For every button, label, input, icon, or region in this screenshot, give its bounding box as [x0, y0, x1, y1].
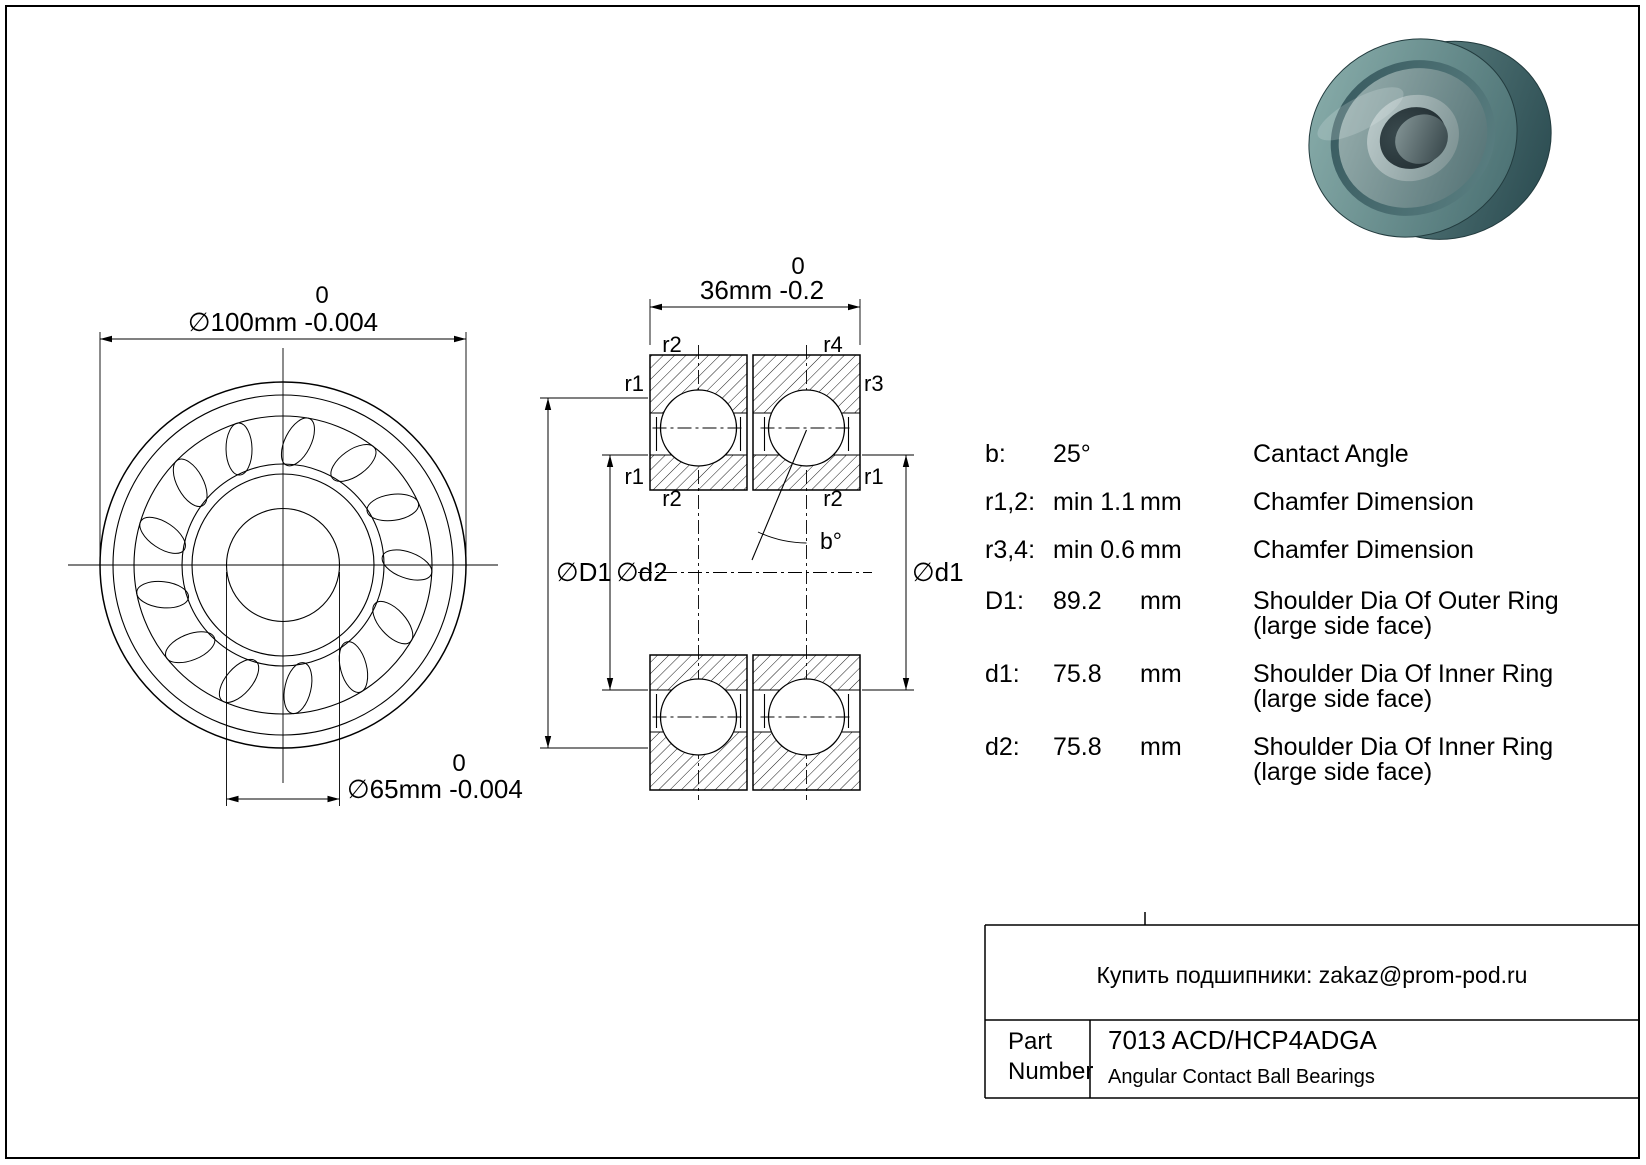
cage-pocket [154, 611, 227, 683]
contact-angle-annotation: b° [751, 429, 842, 561]
spec-key: d1: [985, 660, 1020, 688]
front-outer-ring-circle [112, 394, 454, 736]
section-outline [649, 654, 748, 791]
cage-pocket [356, 474, 429, 540]
spec-value: 75.8 [1053, 733, 1102, 761]
spec-desc: Chamfer Dimension [1253, 536, 1474, 564]
dim-outer-label: ∅100mm -0.004 [188, 307, 378, 337]
label-r3-upper-right: r3 [864, 371, 884, 396]
label-d1: ∅d1 [912, 557, 964, 587]
label-r1-upper-left: r1 [624, 371, 644, 396]
spec-desc: Cantact Angle [1253, 440, 1409, 468]
spec-value: min 1.1 [1053, 488, 1135, 516]
cage-pocket [319, 630, 388, 704]
spec-desc: Shoulder Dia Of Outer Ring [1253, 587, 1559, 615]
contact-text: Купить подшипники: zakaz@prom-pod.ru [1097, 962, 1528, 988]
front-outer-diameter-circle [99, 381, 467, 749]
spec-desc: Shoulder Dia Of Inner Ring [1253, 660, 1553, 688]
dim-outer-upper-tol: 0 [315, 282, 328, 309]
bearing-section-right [752, 354, 861, 791]
bearing-section-left [649, 354, 748, 791]
cage-pocket [356, 590, 429, 656]
dim-width: 0 36mm -0.2 [649, 253, 861, 345]
section-outline [649, 354, 748, 491]
label-r2-bottom-left: r2 [662, 486, 682, 511]
front-outer-raceway-circle [133, 415, 433, 715]
label-r4-top: r4 [823, 332, 843, 357]
spec-desc: Chamfer Dimension [1253, 488, 1474, 516]
spec-table: b: 25° Cantact Angle r1,2: min 1.1 mm Ch… [985, 440, 1559, 786]
cage-pocket [208, 645, 270, 716]
front-inner-ring-circle [191, 473, 375, 657]
title-block: Купить подшипники: zakaz@prom-pod.ru Par… [984, 912, 1639, 1099]
contact-angle-label: b° [820, 528, 842, 554]
bearing-3d-bore-wall [1395, 114, 1448, 164]
spec-value: min 0.6 [1053, 536, 1135, 564]
part-number: 7013 ACD/HCP4ADGA [1108, 1025, 1377, 1055]
dim-bore-diameter: 0 ∅65mm -0.004 [226, 572, 523, 806]
front-view: 0 ∅100mm -0.004 0 ∅65mm -0.004 [68, 282, 523, 806]
label-r2-top: r2 [662, 332, 682, 357]
part-label-line1: Part [1008, 1028, 1052, 1055]
dim-d2: ∅d2 [602, 454, 668, 691]
cage-pocket [208, 414, 270, 485]
spec-desc-2: (large side face) [1253, 758, 1432, 786]
spec-unit: mm [1140, 587, 1182, 615]
spec-key: d2: [985, 733, 1020, 761]
bearing-3d-highlight [1317, 87, 1404, 141]
cage-pocket [319, 426, 388, 500]
dim-width-upper-tol: 0 [791, 253, 804, 280]
label-d2: ∅d2 [616, 557, 668, 587]
section-outline [752, 654, 861, 791]
spec-unit: mm [1140, 536, 1182, 564]
front-bore-circle [225, 507, 341, 623]
cage-pocket [154, 447, 227, 519]
label-r2-bottom-right: r2 [823, 486, 843, 511]
dim-D1: ∅D1 [540, 397, 648, 749]
cage-pocket [129, 566, 197, 623]
spec-desc-2: (large side face) [1253, 685, 1432, 713]
spec-unit: mm [1140, 660, 1182, 688]
dim-d1: ∅d1 [862, 454, 964, 691]
dim-width-label: 36mm -0.2 [700, 275, 824, 305]
bearing-type: Angular Contact Ball Bearings [1108, 1066, 1375, 1088]
bearing-3d-render [1308, 38, 1552, 240]
spec-value: 25° [1053, 440, 1091, 468]
dim-bore-upper-tol: 0 [452, 750, 465, 777]
dim-outer-diameter: 0 ∅100mm -0.004 [99, 282, 467, 560]
cage-pocket [129, 507, 197, 564]
part-label-line2: Number [1008, 1058, 1093, 1085]
spec-desc: Shoulder Dia Of Inner Ring [1253, 733, 1553, 761]
spec-unit: mm [1140, 733, 1182, 761]
label-r1-lower-left: r1 [624, 464, 644, 489]
spec-key: b: [985, 440, 1006, 468]
spec-key: r1,2: [985, 488, 1035, 516]
spec-value: 89.2 [1053, 587, 1102, 615]
section-outline [752, 354, 861, 491]
spec-key: r3,4: [985, 536, 1035, 564]
spec-unit: mm [1140, 488, 1182, 516]
spec-value: 75.8 [1053, 660, 1102, 688]
dim-bore-label: ∅65mm -0.004 [347, 774, 523, 804]
spec-key: D1: [985, 587, 1024, 615]
label-r1-lower-right: r1 [864, 464, 884, 489]
label-D1: ∅D1 [556, 557, 612, 587]
section-view: b° 0 36mm -0.2 ∅D1 ∅d2 ∅d1 [540, 253, 964, 800]
sheet-border [5, 5, 1640, 1159]
spec-desc-2: (large side face) [1253, 612, 1432, 640]
